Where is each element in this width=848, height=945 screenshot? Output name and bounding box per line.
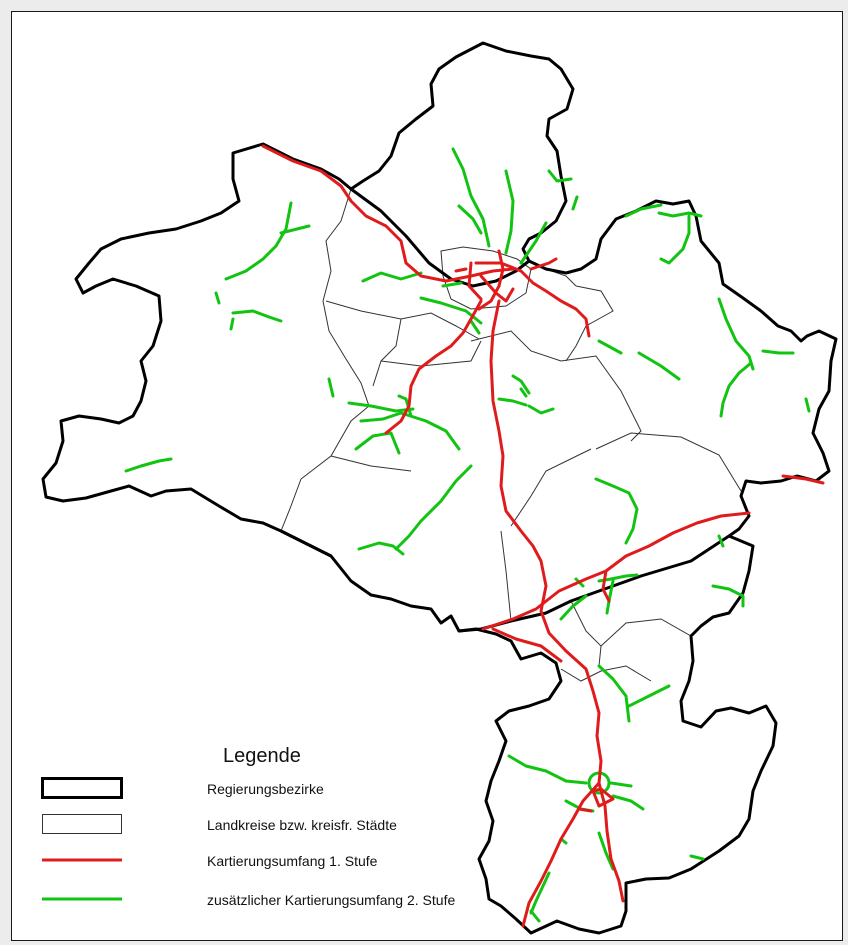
stufe2-route — [231, 309, 283, 323]
stufe2-route — [327, 377, 335, 398]
stufe2-route — [547, 169, 573, 183]
district-boundary — [595, 432, 742, 492]
stufe2-route — [637, 351, 681, 381]
stufe1-route — [529, 257, 558, 271]
legend-label-regierungsbezirke: Regierungsbezirke — [207, 781, 324, 797]
district-boundary — [565, 285, 614, 362]
stufe2-route — [689, 854, 705, 861]
stufe2-route — [594, 477, 639, 545]
stufe2-route — [529, 871, 551, 915]
stufe2-route — [457, 204, 483, 235]
stufe1-route — [477, 249, 505, 311]
district-boundary — [372, 318, 402, 387]
stufe1-route — [489, 299, 625, 903]
stufe2-route — [451, 147, 491, 248]
district-boundary — [440, 246, 532, 310]
stufe2-route — [527, 404, 555, 415]
legend-label-stufe2: zusätzlicher Kartierungsumfang 2. Stufe — [207, 892, 456, 908]
stufe2-route — [609, 781, 633, 788]
legend-symbol-landkreise — [42, 814, 122, 834]
stufe2-route — [657, 211, 703, 218]
legend-label-landkreise: Landkreise bzw. kreisfr. Städte — [207, 817, 397, 833]
stufe1-route — [261, 144, 515, 283]
stufe2-route — [214, 291, 221, 305]
stufe2-route — [559, 594, 588, 621]
stufe2-route — [519, 387, 528, 398]
stufe2-route — [469, 319, 481, 335]
legend-row-stufe2: zusätzlicher Kartierungsumfang 2. Stufe — [52, 890, 572, 912]
region-boundary — [458, 534, 730, 633]
map-canvas — [41, 41, 838, 935]
stufe1-route — [467, 261, 483, 301]
stufe2-route — [519, 221, 548, 265]
district-boundaries — [280, 188, 742, 682]
stufe2-route — [357, 541, 405, 556]
stufe1-route — [781, 474, 825, 485]
stufe2-route — [279, 224, 311, 235]
district-boundary — [280, 188, 370, 532]
stufe2-route — [761, 349, 795, 355]
stufe2-route — [511, 374, 531, 395]
stufe1-route — [481, 511, 751, 631]
stufe2-route — [394, 464, 473, 551]
district-boundary — [325, 300, 480, 340]
legend-label-stufe1: Kartierungsumfang 1. Stufe — [207, 853, 378, 869]
district-boundary — [470, 330, 642, 442]
legend-row-landkreise: Landkreise bzw. kreisfr. Städte — [52, 815, 572, 837]
stufe1-route — [479, 274, 515, 303]
stufe2-route — [361, 271, 423, 283]
stufe2-route — [224, 201, 293, 281]
legend-symbol-regierungsbezirke — [41, 777, 123, 799]
legend-symbols — [41, 777, 123, 901]
stufe1-route — [491, 627, 563, 663]
stufe1-route — [521, 781, 601, 928]
stufe2-route — [719, 361, 753, 418]
stufe2-route — [627, 684, 671, 708]
stufe2-route — [611, 794, 645, 811]
stufe1-route — [474, 261, 591, 338]
stufe2-route — [624, 203, 663, 218]
stufe1-route — [591, 787, 615, 808]
legend-row-regierungsbezirke: Regierungsbezirke — [52, 779, 572, 801]
stufe2-route — [597, 339, 623, 355]
stufe1-route — [384, 299, 483, 435]
stufe2-route — [497, 397, 528, 407]
stufe2-route — [397, 394, 413, 418]
stufe2-route — [229, 317, 235, 331]
stufe1-route — [577, 807, 593, 813]
stufe2-route — [717, 297, 755, 371]
stufe2-route — [504, 169, 515, 255]
region-boundary — [41, 41, 838, 935]
stufe2-route — [571, 195, 579, 211]
stufe2-route — [597, 664, 631, 723]
stufe1-lines — [261, 144, 825, 928]
district-boundary — [600, 618, 694, 662]
stufe2-route — [354, 431, 401, 455]
stufe2-route — [711, 584, 745, 608]
stufe2-lines — [124, 147, 811, 923]
stufe2-route — [659, 214, 691, 265]
stufe2-route — [507, 754, 588, 785]
district-boundary — [560, 665, 652, 682]
district-boundary — [500, 530, 512, 622]
stufe2-route — [717, 534, 725, 548]
stufe2-route — [441, 281, 463, 288]
map-panel: Legende Regierungsbezirke Landkreise bzw… — [11, 11, 843, 941]
district-boundary — [510, 448, 592, 527]
legend-row-stufe1: Kartierungsumfang 1. Stufe — [52, 851, 572, 873]
legend-title: Legende — [223, 745, 301, 767]
district-boundary — [330, 455, 412, 472]
district-boundary — [380, 340, 482, 367]
stufe1-route — [601, 569, 611, 603]
stufe2-route — [804, 397, 811, 413]
stufe1-route — [454, 267, 468, 273]
stufe2-route — [347, 401, 415, 413]
region-boundary — [280, 529, 332, 558]
stufe2-route — [359, 411, 461, 451]
stufe2-route — [124, 457, 173, 473]
district-boundary — [570, 600, 602, 667]
stufe2-route — [529, 909, 541, 923]
stufe2-route — [597, 831, 615, 871]
